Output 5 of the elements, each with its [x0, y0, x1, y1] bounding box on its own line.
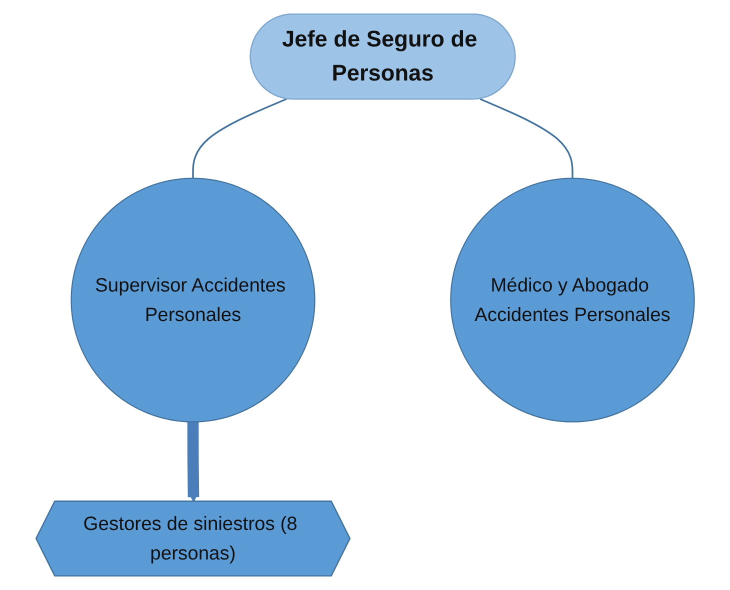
node-circle: Médico y Abogado Accidentes Personales	[450, 178, 695, 422]
connector	[192, 98, 287, 178]
node-circle: Supervisor Accidentes Personales	[70, 178, 316, 422]
arrow	[187, 422, 199, 502]
connector	[480, 98, 574, 178]
